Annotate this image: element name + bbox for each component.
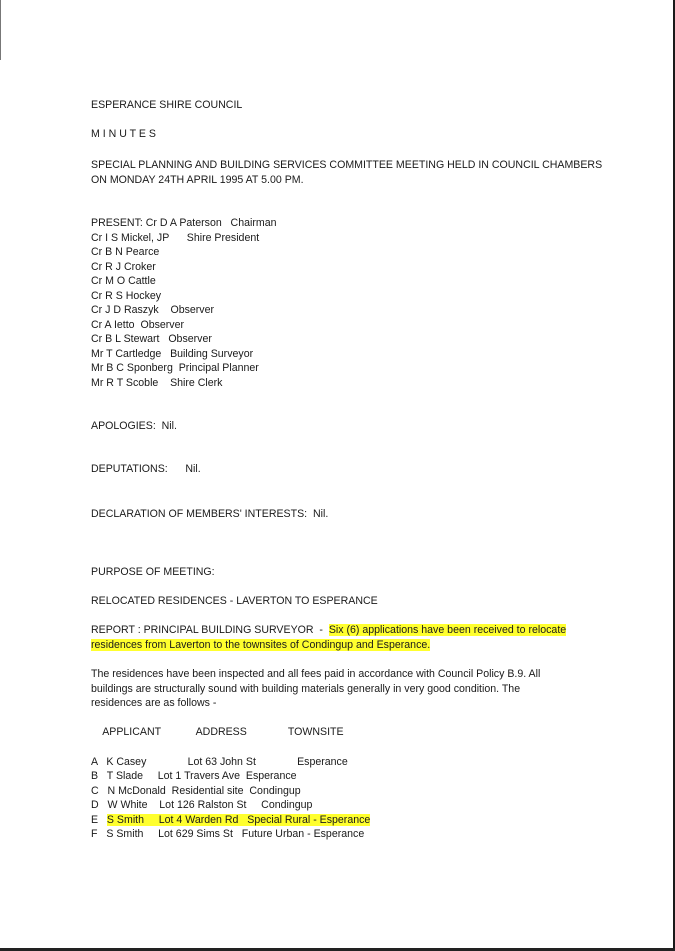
- present-member: Cr R J Croker: [91, 261, 156, 273]
- row-letter: F: [91, 828, 98, 840]
- document-type: M I N U T E S: [91, 128, 156, 140]
- deputations: DEPUTATIONS: Nil.: [91, 463, 201, 475]
- present-member: Cr R S Hockey: [91, 290, 162, 302]
- present-member: Mr B C Sponberg Principal Planner: [91, 362, 259, 374]
- scan-edge-left: [0, 0, 1, 60]
- applicant-row: B T Slade Lot 1 Travers Ave Esperance: [91, 769, 297, 784]
- row-details: K Casey Lot 63 John St Esperance: [106, 756, 348, 768]
- paragraph-line: The residences have been inspected and a…: [91, 668, 541, 680]
- row-letter: A: [91, 756, 98, 768]
- subject-heading: RELOCATED RESIDENCES - LAVERTON TO ESPER…: [91, 595, 378, 607]
- report-line1: REPORT : PRINCIPAL BUILDING SURVEYOR - S…: [91, 623, 567, 638]
- present-member: Cr I S Mickel, JP Shire President: [91, 232, 260, 244]
- applicants-table-header: APPLICANT ADDRESS TOWNSITE: [91, 726, 344, 738]
- row-letter: B: [91, 770, 99, 782]
- present-first-line: PRESENT: Cr D A Paterson Chairman: [91, 216, 276, 231]
- declaration-of-interests: DECLARATION OF MEMBERS' INTERESTS: Nil.: [91, 508, 329, 520]
- present-member: Cr B N Pearce: [91, 246, 160, 258]
- present-member: Mr T Cartledge Building Surveyor: [91, 348, 254, 360]
- purpose-heading: PURPOSE OF MEETING:: [91, 566, 215, 578]
- present-member: Cr M O Cattle: [91, 275, 156, 287]
- present-chairman: Cr D A Paterson Chairman: [145, 217, 277, 229]
- scan-edge-right: [673, 0, 675, 951]
- row-details: W White Lot 126 Ralston St Condingup: [107, 799, 313, 811]
- applicant-row: D W White Lot 126 Ralston St Condingup: [91, 798, 312, 813]
- present-member: Cr B L Stewart Observer: [91, 333, 212, 345]
- present-member: Cr J D Raszyk Observer: [91, 304, 215, 316]
- present-member: Mr R T Scoble Shire Clerk: [91, 377, 223, 389]
- row-details: N McDonald Residential site Condingup: [107, 785, 301, 797]
- applicant-row: E S Smith Lot 4 Warden Rd Special Rural …: [91, 813, 371, 828]
- apologies: APOLOGIES: Nil.: [91, 420, 177, 432]
- row-letter: E: [91, 814, 99, 826]
- report-highlight: residences from Laverton to the townsite…: [91, 639, 431, 651]
- row-details-highlighted: S Smith Lot 4 Warden Rd Special Rural - …: [106, 814, 371, 826]
- present-member: Cr A Ietto Observer: [91, 319, 185, 331]
- row-details: T Slade Lot 1 Travers Ave Esperance: [106, 770, 297, 782]
- report-highlight: Six (6) applications have been received …: [328, 624, 567, 636]
- present-label: PRESENT:: [91, 217, 143, 229]
- meeting-title-line1: SPECIAL PLANNING AND BUILDING SERVICES C…: [91, 159, 603, 171]
- row-letter: C: [91, 785, 99, 797]
- meeting-title-line2: ON MONDAY 24TH APRIL 1995 AT 5.00 PM.: [91, 174, 304, 186]
- paragraph-line: residences are as follows -: [91, 697, 217, 709]
- report-label: REPORT : PRINCIPAL BUILDING SURVEYOR -: [91, 624, 329, 636]
- scan-edge-bottom: [0, 948, 675, 951]
- council-name: ESPERANCE SHIRE COUNCIL: [91, 99, 243, 111]
- applicant-row: C N McDonald Residential site Condingup: [91, 784, 301, 799]
- row-details: S Smith Lot 629 Sims St Future Urban - E…: [106, 828, 365, 840]
- row-letter: D: [91, 799, 99, 811]
- report-line2: residences from Laverton to the townsite…: [91, 638, 431, 653]
- applicant-row: F S Smith Lot 629 Sims St Future Urban -…: [91, 827, 364, 842]
- applicant-row: A K Casey Lot 63 John St Esperance: [91, 755, 348, 770]
- paragraph-line: buildings are structurally sound with bu…: [91, 683, 521, 695]
